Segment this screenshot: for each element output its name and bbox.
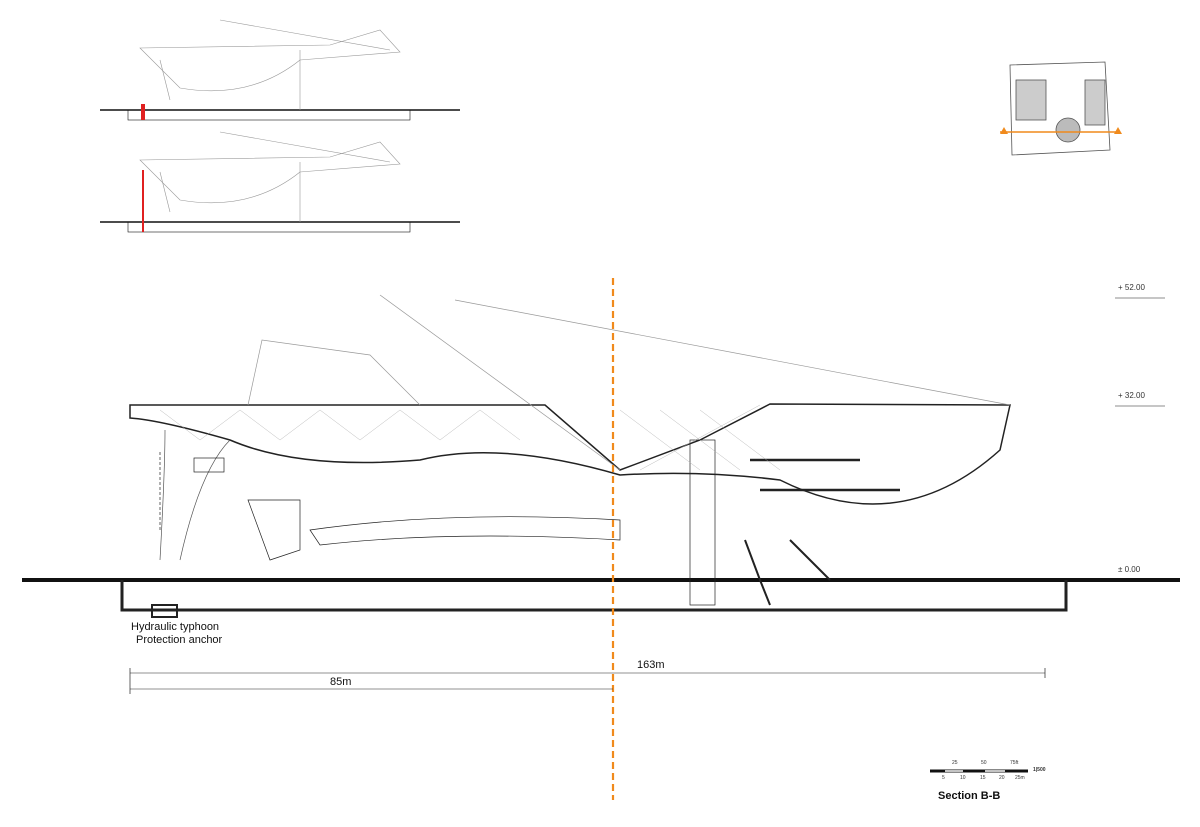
scale-m-5: 5 bbox=[942, 775, 945, 781]
scale-m-10: 10 bbox=[960, 775, 966, 781]
scale-ft-25: 25 bbox=[952, 760, 958, 766]
anchor-label-line1: Hydraulic typhoon bbox=[131, 621, 220, 633]
thumbnail-section-1 bbox=[100, 19, 460, 121]
dimension-partial: 85m bbox=[330, 676, 352, 688]
key-plan bbox=[1000, 61, 1122, 156]
thumbnail-section-2 bbox=[100, 131, 460, 233]
section-title: Section B-B bbox=[938, 790, 1001, 802]
scale-m-20: 20 bbox=[999, 775, 1005, 781]
dimension-total: 163m bbox=[637, 659, 665, 671]
anchor-label-line2: Protection anchor bbox=[136, 634, 223, 646]
level-marker-32: + 32.00 bbox=[1118, 391, 1145, 400]
main-section bbox=[22, 278, 1180, 800]
scale-ft-50: 50 bbox=[981, 760, 987, 766]
scale-ratio: 1|500 bbox=[1033, 767, 1046, 773]
scale-ft-75: 75ft bbox=[1010, 760, 1019, 766]
level-marker-0: ± 0.00 bbox=[1118, 565, 1141, 574]
scale-m-25: 25m bbox=[1015, 775, 1025, 781]
level-marker-52: + 52.00 bbox=[1118, 283, 1145, 292]
scale-m-15: 15 bbox=[980, 775, 986, 781]
